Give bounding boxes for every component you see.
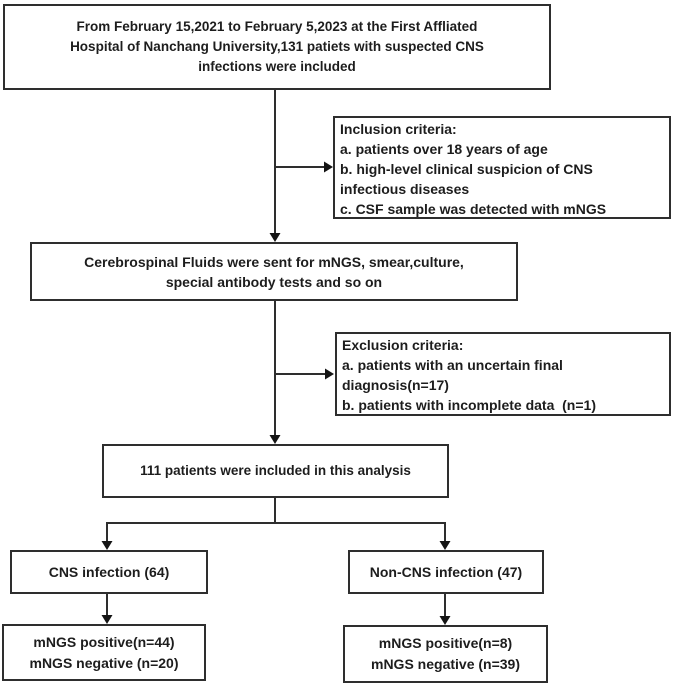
analysis-text: 111 patients were included in this analy… bbox=[140, 463, 411, 478]
arrow-enrollment-to-csf bbox=[269, 90, 281, 242]
arrow-csf-to-analysis bbox=[269, 301, 281, 444]
cns-mngs-results-text: mNGS positive(n=44) mNGS negative (n=20) bbox=[29, 633, 179, 671]
inclusion-criteria-text: Inclusion criteria: a. patients over 18 … bbox=[340, 121, 607, 217]
enrollment-box: From February 15,2021 to February 5,2023… bbox=[3, 4, 551, 90]
connector-analysis-split bbox=[106, 498, 446, 524]
arrow-cns-to-mngs bbox=[101, 594, 113, 624]
non-cns-mngs-results-box: mNGS positive(n=8) mNGS negative (n=39) bbox=[343, 625, 548, 683]
exclusion-criteria-box: Exclusion criteria: a. patients with an … bbox=[335, 332, 671, 416]
inclusion-criteria-box: Inclusion criteria: a. patients over 18 … bbox=[333, 116, 671, 219]
non-cns-infection-box: Non-CNS infection (47) bbox=[348, 550, 544, 594]
analysis-box: 111 patients were included in this analy… bbox=[102, 444, 449, 498]
cns-infection-box: CNS infection (64) bbox=[10, 550, 208, 594]
non-cns-infection-text: Non-CNS infection (47) bbox=[369, 564, 523, 580]
arrow-split-to-non-cns bbox=[439, 523, 451, 550]
non-cns-mngs-results-text: mNGS positive(n=8) mNGS negative (n=39) bbox=[371, 635, 520, 672]
cns-mngs-results-box: mNGS positive(n=44) mNGS negative (n=20) bbox=[2, 624, 206, 681]
arrow-split-to-cns bbox=[101, 523, 113, 550]
cns-infection-text: CNS infection (64) bbox=[48, 564, 170, 580]
csf-tests-text: Cerebrospinal Fluids were sent for mNGS,… bbox=[84, 253, 464, 290]
arrow-non-cns-to-mngs bbox=[439, 594, 451, 625]
enrollment-text: From February 15,2021 to February 5,2023… bbox=[70, 19, 484, 74]
arrow-to-exclusion-criteria bbox=[276, 368, 334, 380]
exclusion-criteria-text: Exclusion criteria: a. patients with an … bbox=[342, 337, 596, 413]
csf-tests-box: Cerebrospinal Fluids were sent for mNGS,… bbox=[30, 242, 518, 301]
arrow-to-inclusion-criteria bbox=[276, 161, 333, 173]
